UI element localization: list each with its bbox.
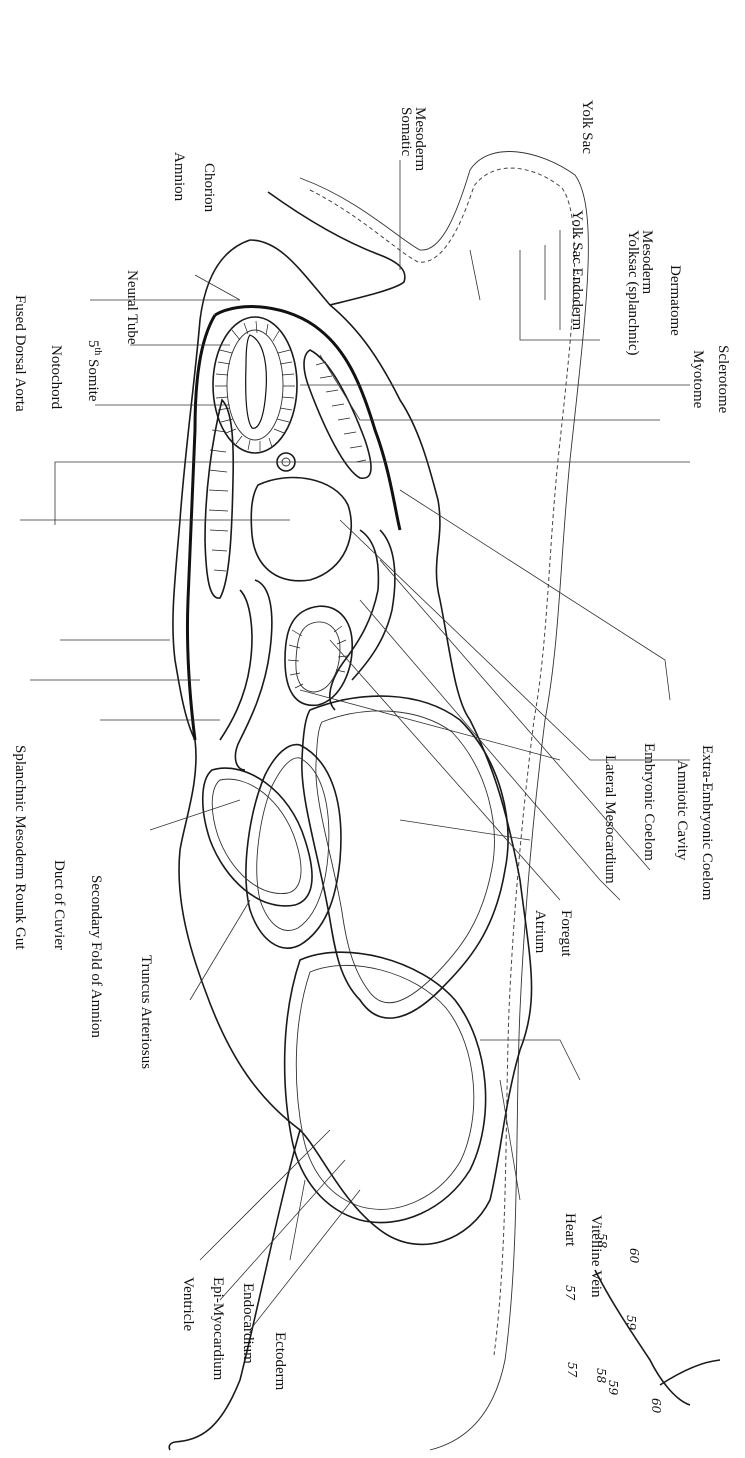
label-secondary-fold-of-amnion: Secondary Fold of Amnion	[88, 875, 104, 1038]
label-chorion: Chorion	[201, 163, 217, 213]
atrium-chamber	[246, 745, 341, 949]
label-endocardium: Endocardium	[240, 1283, 256, 1364]
lateral-fold-right	[330, 530, 379, 710]
label-fused-dorsal-aorta: Fused Dorsal Aorta	[12, 295, 28, 412]
label-yolk-sac: Yolk Sac	[579, 100, 595, 154]
note-57-top: 57	[563, 1285, 577, 1301]
label-yolksac-splanchnic: Yolksac (splanchnic)	[625, 230, 641, 356]
note-57-left: 57	[565, 1362, 579, 1378]
label-sclerotome: Sclerotome	[715, 345, 731, 414]
label-notochord: Notochord	[48, 345, 64, 410]
label-vitelline-vein: Vitelline Vein	[588, 1215, 604, 1298]
label-dermatome: Dermatome	[667, 265, 683, 336]
label-somatic: Somatic	[398, 107, 414, 157]
foregut-ring	[285, 606, 352, 705]
pericardial-cavity	[302, 696, 508, 1018]
handwritten-annotations: 57 57 58 58 59 59 60 60	[563, 1233, 663, 1414]
lateral-fold-left	[235, 580, 271, 770]
neural-tube-shape	[213, 317, 297, 453]
label-fifth-somite: 5th Somite	[85, 340, 103, 402]
amnion-line-left	[187, 315, 215, 740]
label-amniotic-cavity: Amniotic Cavity	[674, 760, 690, 861]
yolk-sac-wall	[300, 151, 588, 1450]
label-epi-myocardium: Epi-Myocardium	[210, 1277, 226, 1381]
label-duct-of-cuvier: Duct of Cuvier	[51, 860, 67, 950]
note-60-right: 60	[627, 1248, 641, 1264]
label-embryonic-coelom: Embryonic Coelom	[641, 743, 657, 861]
label-atrium: Atrium	[532, 910, 548, 954]
label-somatic-mesoderm: Mesoderm	[412, 107, 428, 171]
label-extra-embryonic-coelom: Extra-Embryonic Coelom	[699, 745, 715, 901]
note-58-left: 58	[594, 1368, 608, 1384]
note-58-right: 58	[595, 1233, 609, 1249]
leader-lines	[20, 160, 690, 1330]
note-59-right: 59	[624, 1315, 638, 1331]
label-foregut: Foregut	[558, 910, 574, 957]
label-neural-tube: Neural Tube	[124, 270, 140, 345]
label-ectoderm: Ectoderm	[272, 1332, 288, 1391]
label-ventricle: Ventricle	[180, 1277, 196, 1331]
label-truncus-arteriosus: Truncus Arteriosus	[138, 955, 154, 1069]
somite-right	[304, 350, 371, 478]
dorsal-aorta-shape	[251, 478, 351, 581]
neural-tube-lumen	[246, 335, 267, 428]
label-lateral-mesocardium: Lateral Mesocardium	[602, 755, 618, 884]
yolk-sac-wall-inner	[310, 168, 575, 1355]
note-59-left: 59	[606, 1380, 620, 1396]
label-myotome: Myotome	[690, 350, 706, 409]
label-yolk-sac-endoderm: Yolk Sac Endoderm	[569, 210, 585, 330]
label-yolksac-mesoderm: Mesoderm	[639, 230, 655, 294]
note-60-left: 60	[649, 1398, 663, 1414]
label-heart: Heart	[562, 1213, 578, 1247]
amnion-line	[215, 307, 400, 530]
chorion-fold	[268, 192, 405, 305]
label-splanchnic-mesoderm-rounk-gut: Splanchnic Mesoderm Rounk Gut	[12, 745, 28, 950]
label-amnion: Amnion	[171, 152, 187, 202]
somite-left	[205, 400, 233, 598]
ventricle-chamber	[285, 952, 486, 1222]
